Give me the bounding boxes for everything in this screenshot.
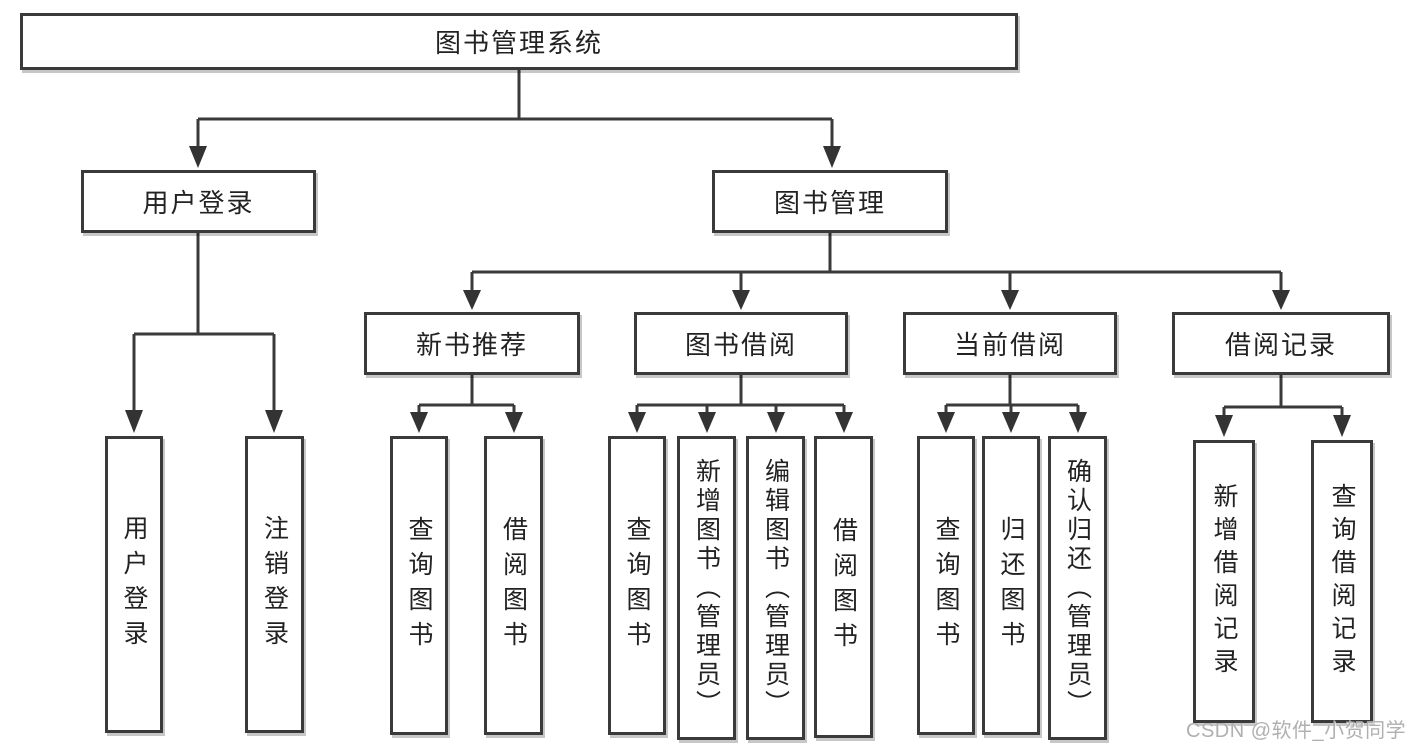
leaf-query-borrow-record-label: 查询借阅记录 — [1328, 482, 1356, 681]
leaf-newbook-borrow-books: 借阅图书 — [484, 436, 543, 735]
arrowhead-bb-edit — [767, 412, 785, 433]
leaf-current-query-books-label: 查询图书 — [932, 515, 960, 656]
leaf-user-login: 用户登录 — [105, 436, 163, 733]
leaf-add-books-admin-label: 新增图书（管理员） — [692, 457, 721, 719]
arrowhead-cb-return — [1002, 412, 1020, 433]
leaf-newbook-query-books: 查询图书 — [390, 436, 448, 735]
leaf-user-login-label: 用户登录 — [120, 514, 148, 655]
arrowhead-bb-add — [698, 412, 716, 433]
leaf-edit-books-admin-label: 编辑图书（管理员） — [761, 457, 790, 719]
arrowhead-leaf-login — [125, 410, 143, 433]
node-root-label: 图书管理系统 — [434, 28, 603, 58]
leaf-borrow-borrow-books-label: 借阅图书 — [829, 517, 858, 657]
arrowhead-rec-add — [1215, 415, 1233, 437]
csdn-watermark: CSDN @软件_小贺同学 — [1186, 720, 1405, 742]
arrowhead-user-login — [189, 146, 207, 168]
node-root-library-system: 图书管理系统 — [20, 13, 1018, 70]
node-current-borrow: 当前借阅 — [903, 312, 1117, 375]
leaf-borrow-query-books: 查询图书 — [608, 436, 666, 735]
arrowhead-book-management — [823, 146, 841, 168]
leaf-edit-books-admin: 编辑图书（管理员） — [746, 436, 805, 740]
leaf-newbook-query-books-label: 查询图书 — [405, 515, 433, 656]
arrowhead-bb-query — [628, 412, 646, 433]
leaf-return-books-label: 归还图书 — [997, 515, 1025, 656]
leaf-return-books: 归还图书 — [982, 436, 1040, 735]
node-book-management-label: 图书管理 — [773, 188, 886, 218]
node-borrow-records-label: 借阅记录 — [1224, 330, 1337, 360]
leaf-confirm-return-admin: 确认归还（管理员） — [1048, 436, 1107, 740]
arrowhead-cb-query — [937, 412, 955, 433]
arrowhead-borrow-records — [1272, 290, 1290, 310]
arrowhead-bb-borrow — [835, 412, 853, 433]
arrowhead-nb-query — [410, 412, 428, 433]
node-book-borrow-label: 图书借阅 — [684, 330, 797, 360]
leaf-borrow-query-books-label: 查询图书 — [623, 515, 651, 656]
leaf-borrow-borrow-books: 借阅图书 — [814, 436, 873, 738]
node-book-management: 图书管理 — [712, 170, 948, 233]
node-book-borrow: 图书借阅 — [634, 312, 848, 375]
node-borrow-records: 借阅记录 — [1172, 312, 1390, 375]
node-new-book-recommend: 新书推荐 — [364, 312, 580, 375]
arrowhead-nb-borrow — [505, 412, 523, 433]
arrowhead-cb-confirm — [1069, 412, 1087, 433]
node-user-login: 用户登录 — [81, 170, 316, 233]
node-new-book-recommend-label: 新书推荐 — [415, 330, 528, 360]
arrowhead-book-borrow — [732, 290, 750, 310]
leaf-newbook-borrow-books-label: 借阅图书 — [499, 515, 528, 656]
leaf-add-books-admin: 新增图书（管理员） — [677, 436, 736, 740]
leaf-add-borrow-record: 新增借阅记录 — [1193, 440, 1255, 723]
arrowhead-new-book — [463, 290, 481, 310]
arrowhead-current-borrow — [1001, 290, 1019, 310]
leaf-add-borrow-record-label: 新增借阅记录 — [1210, 482, 1238, 681]
arrowhead-rec-query — [1333, 415, 1351, 437]
node-user-login-label: 用户登录 — [142, 188, 255, 218]
leaf-logout-label: 注销登录 — [260, 514, 289, 655]
leaf-current-query-books: 查询图书 — [917, 436, 975, 735]
leaf-confirm-return-admin-label: 确认归还（管理员） — [1063, 457, 1092, 719]
node-current-borrow-label: 当前借阅 — [953, 330, 1066, 360]
leaf-logout: 注销登录 — [245, 436, 304, 733]
leaf-query-borrow-record: 查询借阅记录 — [1311, 440, 1373, 723]
arrowhead-leaf-logout — [265, 410, 283, 433]
